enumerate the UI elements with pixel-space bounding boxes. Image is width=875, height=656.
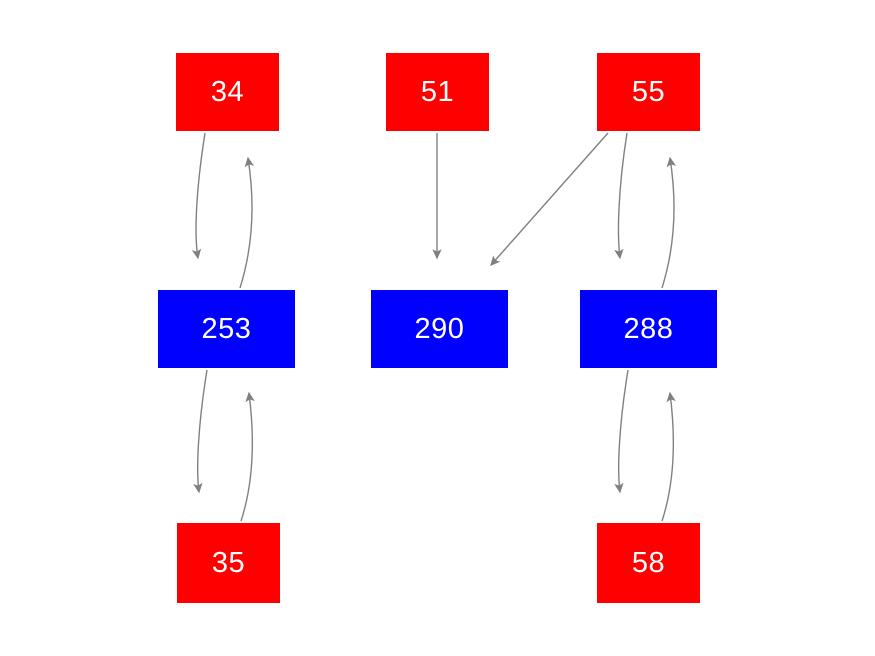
- edge-34-to-253: [191, 132, 206, 260]
- graph-node-label: 290: [414, 312, 465, 345]
- edge-35-to-253: [240, 391, 255, 522]
- graph-node-label: 55: [631, 75, 666, 108]
- edge-55-to-288: [614, 132, 628, 260]
- graph-node-label: 35: [211, 546, 246, 579]
- edge-58-to-288: [661, 391, 676, 522]
- graph-node-label: 34: [210, 75, 245, 108]
- graph-node-51[interactable]: 51: [386, 53, 489, 131]
- graph-node-label: 51: [420, 75, 455, 108]
- graph-node-55[interactable]: 55: [597, 53, 700, 131]
- edge-288-to-55: [661, 156, 677, 289]
- graph-node-label: 288: [623, 312, 674, 345]
- graph-node-253[interactable]: 253: [158, 290, 295, 368]
- graph-node-label: 58: [631, 546, 666, 579]
- edge-288-to-58: [614, 369, 629, 494]
- graph-node-288[interactable]: 288: [580, 290, 717, 368]
- edge-253-to-35: [193, 369, 208, 494]
- graph-node-label: 253: [201, 312, 252, 345]
- edge-55-to-290: [490, 132, 609, 266]
- graph-node-34[interactable]: 34: [176, 53, 279, 131]
- graph-node-290[interactable]: 290: [371, 290, 508, 368]
- graph-node-35[interactable]: 35: [177, 523, 280, 603]
- edge-253-to-34: [239, 156, 255, 289]
- graph-node-58[interactable]: 58: [597, 523, 700, 603]
